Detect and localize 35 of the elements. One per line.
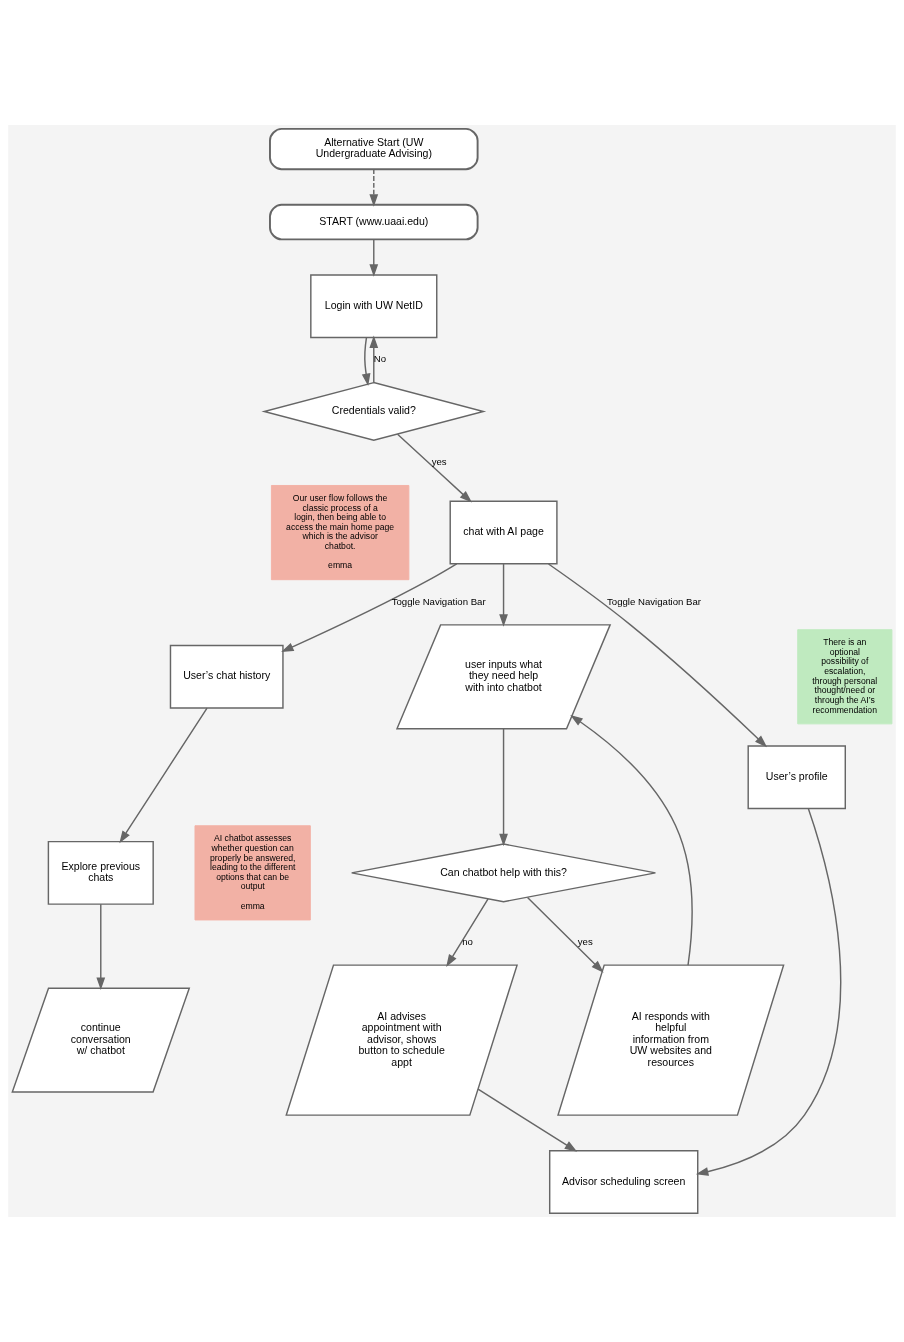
node-box: chat with AI page (449, 500, 558, 565)
node-box: Advisor scheduling screen (549, 1149, 699, 1214)
arrow (477, 1088, 578, 1152)
node-box: There is an optional possibility of escalation, through personal thought/need or through the AI’s recommendation (797, 629, 893, 725)
node-box: Our user flow follows the classic process of a login, then being able to access the main home page which is the advisor chatbot. emma (270, 485, 410, 581)
arrow (499, 563, 508, 627)
arrow (446, 898, 489, 967)
edge-label: yes (431, 456, 447, 468)
node-box: AI chatbot assesses whether question can properly be answered, leading to the different options that can be output emma (194, 825, 311, 921)
node-box: User’s chat history (169, 644, 284, 709)
arrow (361, 336, 371, 386)
arrow (369, 335, 379, 384)
edge-label: Toggle Navigation Bar (606, 595, 701, 607)
arrow (369, 168, 379, 207)
node-diamond: Can chatbot help with this? (350, 843, 657, 903)
arrow (281, 563, 458, 653)
arrow (96, 903, 106, 991)
arrow (119, 707, 208, 844)
node-diamond: Credentials valid? (261, 381, 487, 442)
edge-label: no (462, 935, 473, 947)
arrow (369, 238, 379, 277)
arrow (396, 433, 472, 503)
edge-label: yes (577, 935, 593, 947)
node-box: Login with UW NetID (310, 274, 438, 339)
arrow (526, 896, 604, 973)
node-box: Alternative Start (UW Undergraduate Advising) (269, 127, 479, 171)
edge-label: Toggle Navigation Bar (391, 595, 486, 607)
node-box: Explore previous chats (47, 840, 154, 905)
edge-label: No (373, 353, 387, 365)
arrow (570, 714, 693, 966)
node-box: START (www.uaai.edu) (269, 203, 479, 241)
arrow (499, 728, 508, 847)
arrow (695, 807, 842, 1176)
node-box: User’s profile (747, 745, 846, 810)
arrow (547, 563, 768, 748)
